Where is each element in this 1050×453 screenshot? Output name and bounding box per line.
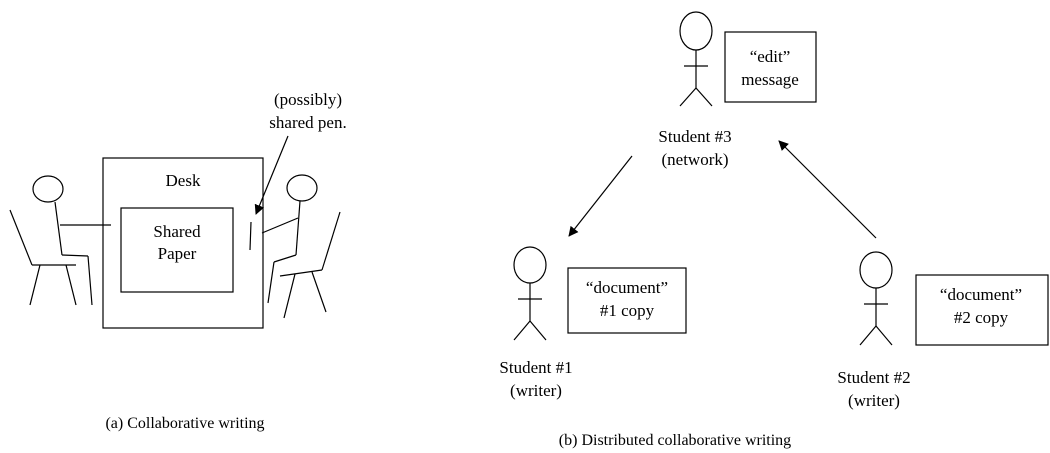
left-person-head — [32, 175, 64, 203]
arrow-student3-to-student1 — [568, 155, 633, 237]
panel-a: Desk Shared Paper — [9, 90, 347, 432]
pen-label-line1: (possibly) — [274, 90, 342, 109]
pen-label-line2: shared pen. — [269, 113, 346, 132]
student-1-role: (writer) — [510, 381, 562, 400]
edit-message-box — [724, 31, 817, 103]
document-2-box — [915, 274, 1049, 346]
caption-a: (a) Collaborative writing — [105, 415, 264, 432]
edit-box-line1: “edit” — [750, 47, 791, 66]
student-1-head — [513, 246, 547, 284]
left-person-figure — [9, 175, 111, 306]
document-1-box — [567, 267, 687, 334]
doc2-box-line1: “document” — [940, 285, 1022, 304]
student-3-role: (network) — [661, 150, 728, 169]
shared-pen — [249, 221, 252, 251]
doc1-box-line1: “document” — [586, 278, 668, 297]
student-3-head — [679, 11, 713, 51]
doc2-box-line2: #2 copy — [954, 308, 1009, 327]
desk-label: Desk — [166, 171, 201, 190]
shared-paper-box — [120, 207, 234, 293]
student-1-figure — [513, 246, 547, 341]
pen-pointer-arrow — [254, 135, 289, 215]
student-3-label: Student #3 — [658, 127, 731, 146]
student-2-label: Student #2 — [837, 368, 910, 387]
caption-b: (b) Distributed collaborative writing — [559, 432, 791, 449]
student-2-figure — [859, 251, 893, 346]
shared-paper-label-line1: Shared — [153, 222, 201, 241]
student-3-figure — [679, 11, 713, 107]
student-2-role: (writer) — [848, 391, 900, 410]
doc1-box-line2: #1 copy — [600, 301, 655, 320]
right-person-figure — [249, 174, 341, 319]
shared-paper-label-line2: Paper — [158, 244, 197, 263]
right-person-head — [286, 174, 318, 202]
edit-box-line2: message — [741, 70, 799, 89]
student-1-label: Student #1 — [499, 358, 572, 377]
student-2-head — [859, 251, 893, 289]
arrow-student2-to-student3 — [778, 140, 877, 239]
panel-b: “edit” message Student #3 (network) “doc… — [499, 11, 1049, 449]
